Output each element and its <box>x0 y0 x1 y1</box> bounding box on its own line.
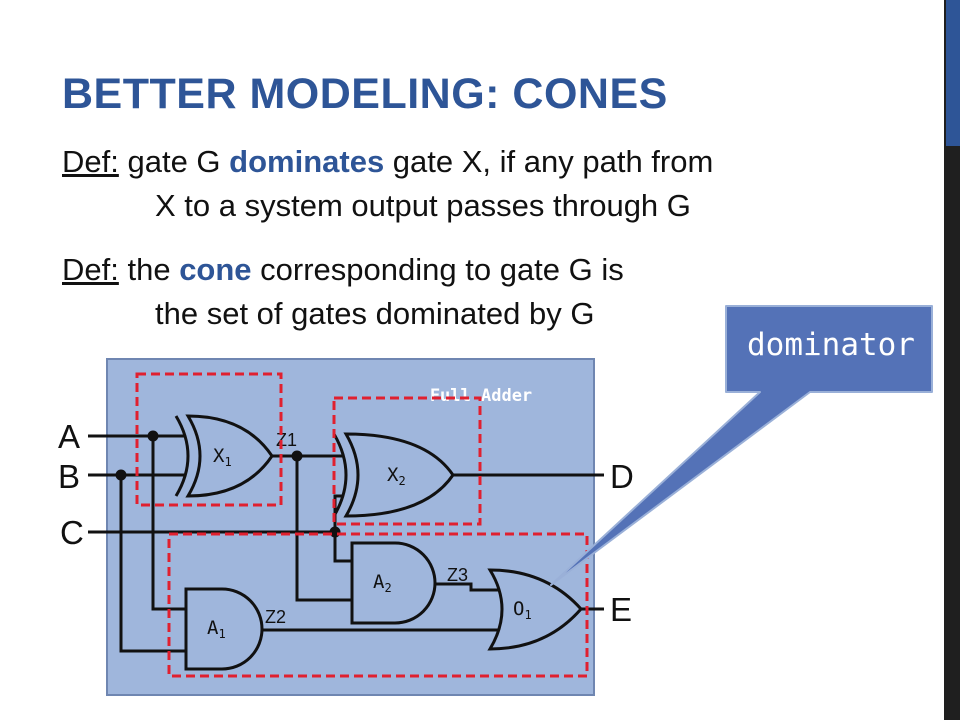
def-line-2: X to a system output passes through G <box>155 188 691 223</box>
gate-label-o1: O1 <box>513 598 532 622</box>
definition-cone: Def: the cone corresponding to gate G is… <box>62 248 624 336</box>
cone-x1 <box>135 372 283 507</box>
dominator-callout-text: dominator <box>747 327 915 363</box>
definition-dominates: Def: gate G dominates gate X, if any pat… <box>62 140 713 228</box>
cone-x2 <box>332 396 482 526</box>
output-label-d: D <box>610 458 634 495</box>
wires <box>88 434 604 653</box>
right-edge-bar <box>944 0 960 720</box>
io-labels: A B C D E <box>58 418 634 628</box>
def-text-pre: gate G <box>118 144 230 179</box>
output-label-e: E <box>610 591 632 628</box>
gate-labels: X1 X2 A2 A1 O1 <box>207 445 532 641</box>
slide-title: BETTER MODELING: CONES <box>62 70 668 118</box>
gate-o1 <box>487 568 584 651</box>
wire-z3 <box>433 582 500 592</box>
def-label: Def: <box>62 252 119 287</box>
def-text-pre: the <box>118 252 180 287</box>
junction-dot <box>329 526 341 538</box>
right-edge-accent <box>946 0 960 146</box>
wire-label-z1: Z1 <box>276 430 297 450</box>
wire-a-to-a1 <box>151 436 186 611</box>
def-term-cone: cone <box>179 252 252 287</box>
input-label-c: C <box>60 514 84 551</box>
gate-x2 <box>343 432 455 518</box>
gate-a2 <box>350 541 437 625</box>
gate-label-a1: A1 <box>207 617 226 641</box>
circuit-box-label: Full Adder <box>430 386 532 406</box>
junction-dot <box>115 469 127 481</box>
gate-x2-back-arc <box>332 433 348 517</box>
wire-z1-to-a2 <box>295 456 352 602</box>
def-line-2: the set of gates dominated by G <box>155 296 595 331</box>
wire-label-z2: Z2 <box>265 607 286 627</box>
wire-c-to-a2 <box>333 532 352 563</box>
gate-label-x1: X1 <box>213 445 232 469</box>
gate-label-a2: A2 <box>373 571 392 595</box>
wire-label-z3: Z3 <box>447 565 468 585</box>
def-label: Def: <box>62 144 119 179</box>
gate-label-x2: X2 <box>387 464 406 488</box>
junction-dot <box>147 430 159 442</box>
gate-x1-back-arc <box>174 415 190 497</box>
dominator-callout <box>550 305 933 586</box>
gates <box>174 414 584 671</box>
def-term-dominates: dominates <box>229 144 385 179</box>
junction-dot <box>291 450 303 462</box>
cone-outlines <box>135 372 589 678</box>
input-label-b: B <box>58 458 80 495</box>
gate-a1 <box>184 587 264 671</box>
def-text-post: gate X, if any path from <box>384 144 714 179</box>
wire-b-to-a1 <box>119 475 186 653</box>
input-label-a: A <box>58 418 80 455</box>
gate-x1 <box>185 414 274 498</box>
def-text-post: corresponding to gate G is <box>251 252 624 287</box>
junctions <box>115 430 341 538</box>
